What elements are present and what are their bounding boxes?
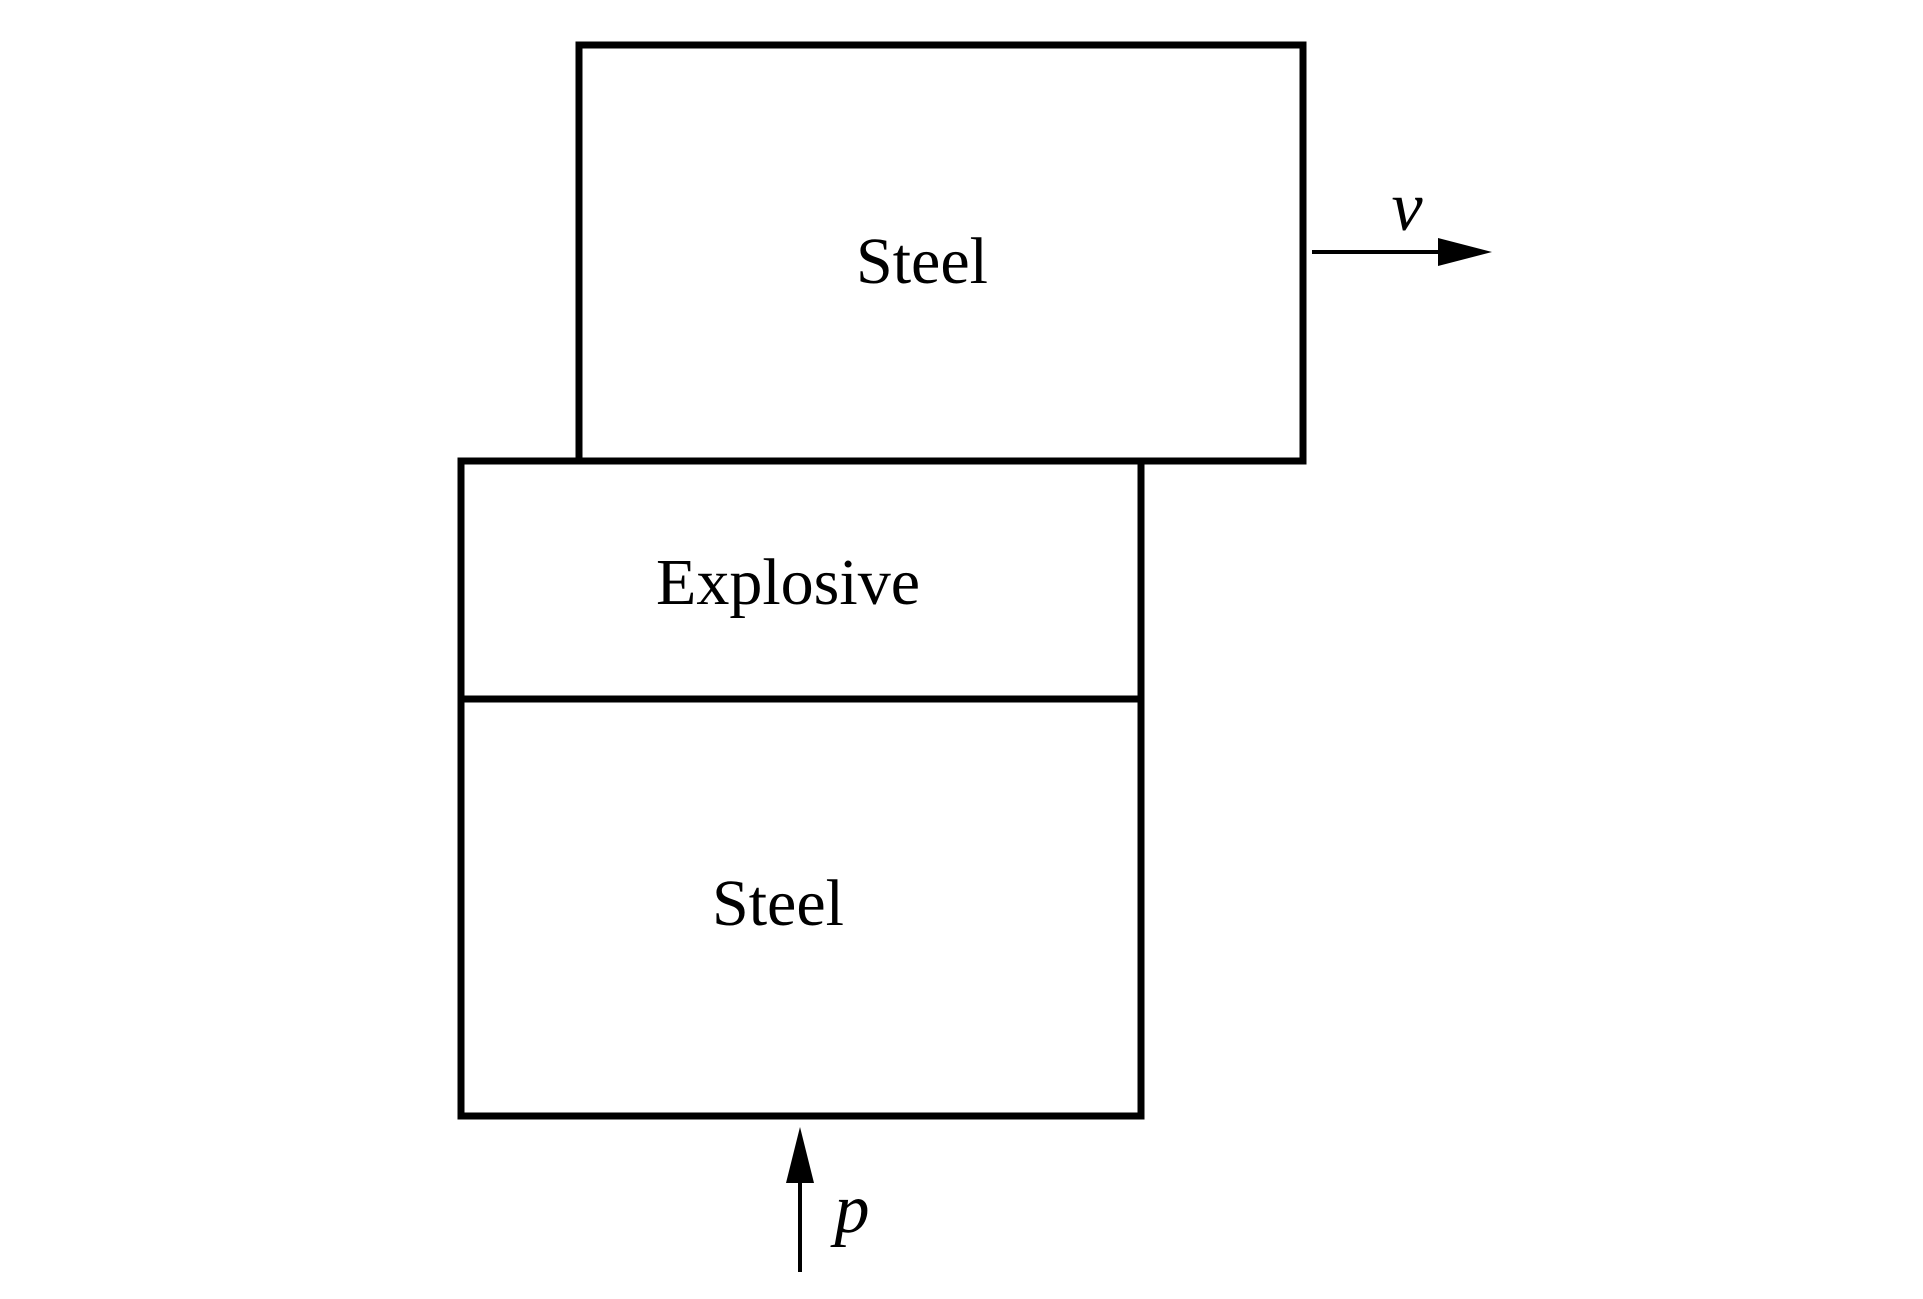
velocity-symbol: v — [1391, 169, 1423, 246]
bottom-steel-block: Steel — [457, 695, 1145, 1120]
explosive-label: Explosive — [656, 546, 920, 619]
velocity-arrow: v — [1312, 169, 1492, 266]
pressure-symbol: p — [830, 1171, 870, 1248]
pressure-arrowhead-icon — [786, 1127, 814, 1183]
velocity-arrowhead-icon — [1438, 238, 1492, 266]
top-steel-label: Steel — [856, 225, 988, 298]
pressure-arrow: p — [786, 1127, 870, 1272]
bottom-steel-block-outline — [457, 695, 1145, 1120]
explosive-layer: Explosive — [457, 457, 1145, 703]
bottom-steel-label: Steel — [712, 867, 844, 940]
top-steel-block: Steel — [575, 41, 1307, 465]
